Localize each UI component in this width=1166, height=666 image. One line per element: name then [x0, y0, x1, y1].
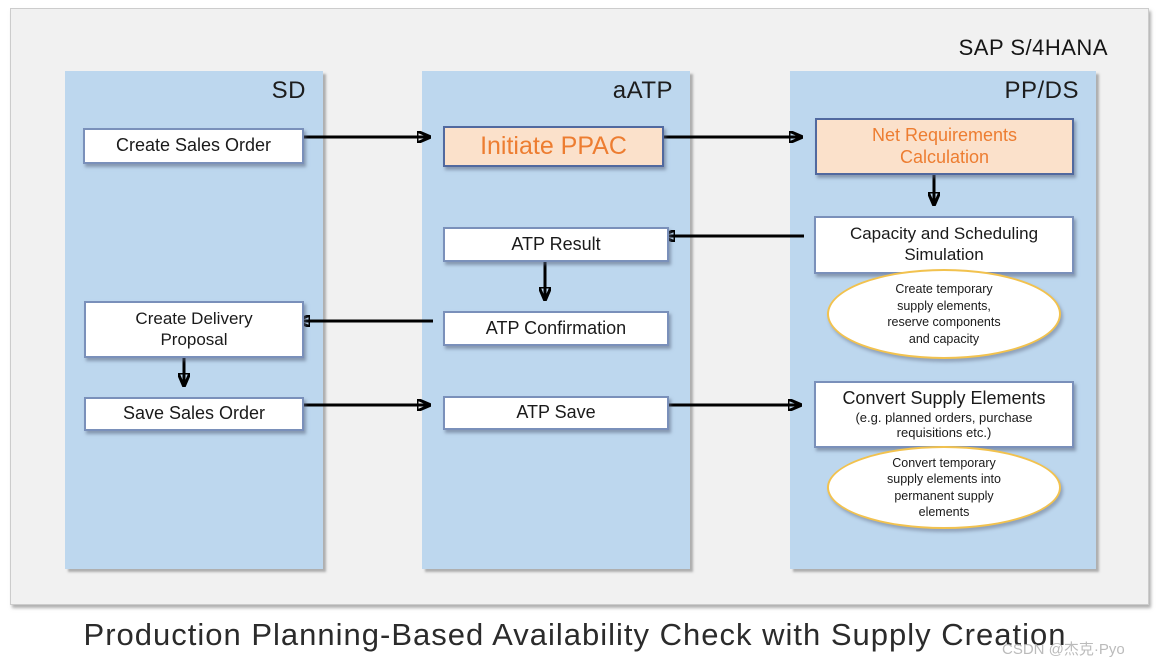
node-initiate-ppac: Initiate PPAC — [443, 126, 664, 167]
lane-sd-label: SD — [271, 77, 306, 104]
node-atp-confirmation: ATP Confirmation — [443, 311, 669, 346]
annotation-temporary-supply-text: Create temporary supply elements, reserv… — [887, 282, 1001, 346]
annotation-permanent-supply-text: Convert temporary supply elements into p… — [887, 455, 1001, 520]
watermark: CSDN @杰克·Pyo — [1002, 641, 1125, 658]
system-label: SAP S/4HANA — [958, 35, 1108, 60]
node-create-delivery-proposal-label: Create Delivery Proposal — [135, 308, 253, 349]
node-capacity-scheduling-simulation: Capacity and Scheduling Simulation — [814, 216, 1074, 274]
node-create-delivery-proposal: Create Delivery Proposal — [84, 301, 304, 358]
node-convert-supply-elements: Convert Supply Elements (e.g. planned or… — [814, 381, 1074, 448]
lane-aatp-label: aATP — [612, 77, 673, 104]
node-net-requirements-calculation: Net Requirements Calculation — [815, 118, 1074, 175]
node-initiate-ppac-label: Initiate PPAC — [480, 132, 627, 161]
node-net-requirements-calculation-label: Net Requirements Calculation — [871, 124, 1018, 167]
node-atp-save: ATP Save — [443, 396, 669, 430]
node-capacity-scheduling-simulation-label: Capacity and Scheduling Simulation — [849, 224, 1039, 264]
diagram-panel: SD aATP PP/DS SAP S/4HANA Create Sales O… — [10, 8, 1149, 605]
node-create-sales-order-label: Create Sales Order — [115, 135, 272, 156]
node-create-sales-order: Create Sales Order — [83, 128, 304, 164]
node-atp-result: ATP Result — [443, 227, 669, 262]
node-save-sales-order-label: Save Sales Order — [122, 403, 266, 424]
node-atp-save-label: ATP Save — [516, 402, 596, 423]
annotation-permanent-supply-ellipse: Convert temporary supply elements into p… — [827, 446, 1061, 529]
diagram-caption: Production Planning-Based Availability C… — [83, 617, 1067, 652]
node-atp-confirmation-label: ATP Confirmation — [485, 317, 627, 338]
node-atp-result-label: ATP Result — [511, 233, 601, 254]
lane-ppds-label: PP/DS — [1004, 77, 1079, 104]
node-save-sales-order: Save Sales Order — [84, 397, 304, 431]
node-convert-supply-elements-label: Convert Supply Elements — [842, 388, 1046, 409]
annotation-temporary-supply-ellipse: Create temporary supply elements, reserv… — [827, 269, 1061, 359]
node-convert-supply-elements-note: (e.g. planned orders, purchase requisiti… — [855, 410, 1033, 441]
